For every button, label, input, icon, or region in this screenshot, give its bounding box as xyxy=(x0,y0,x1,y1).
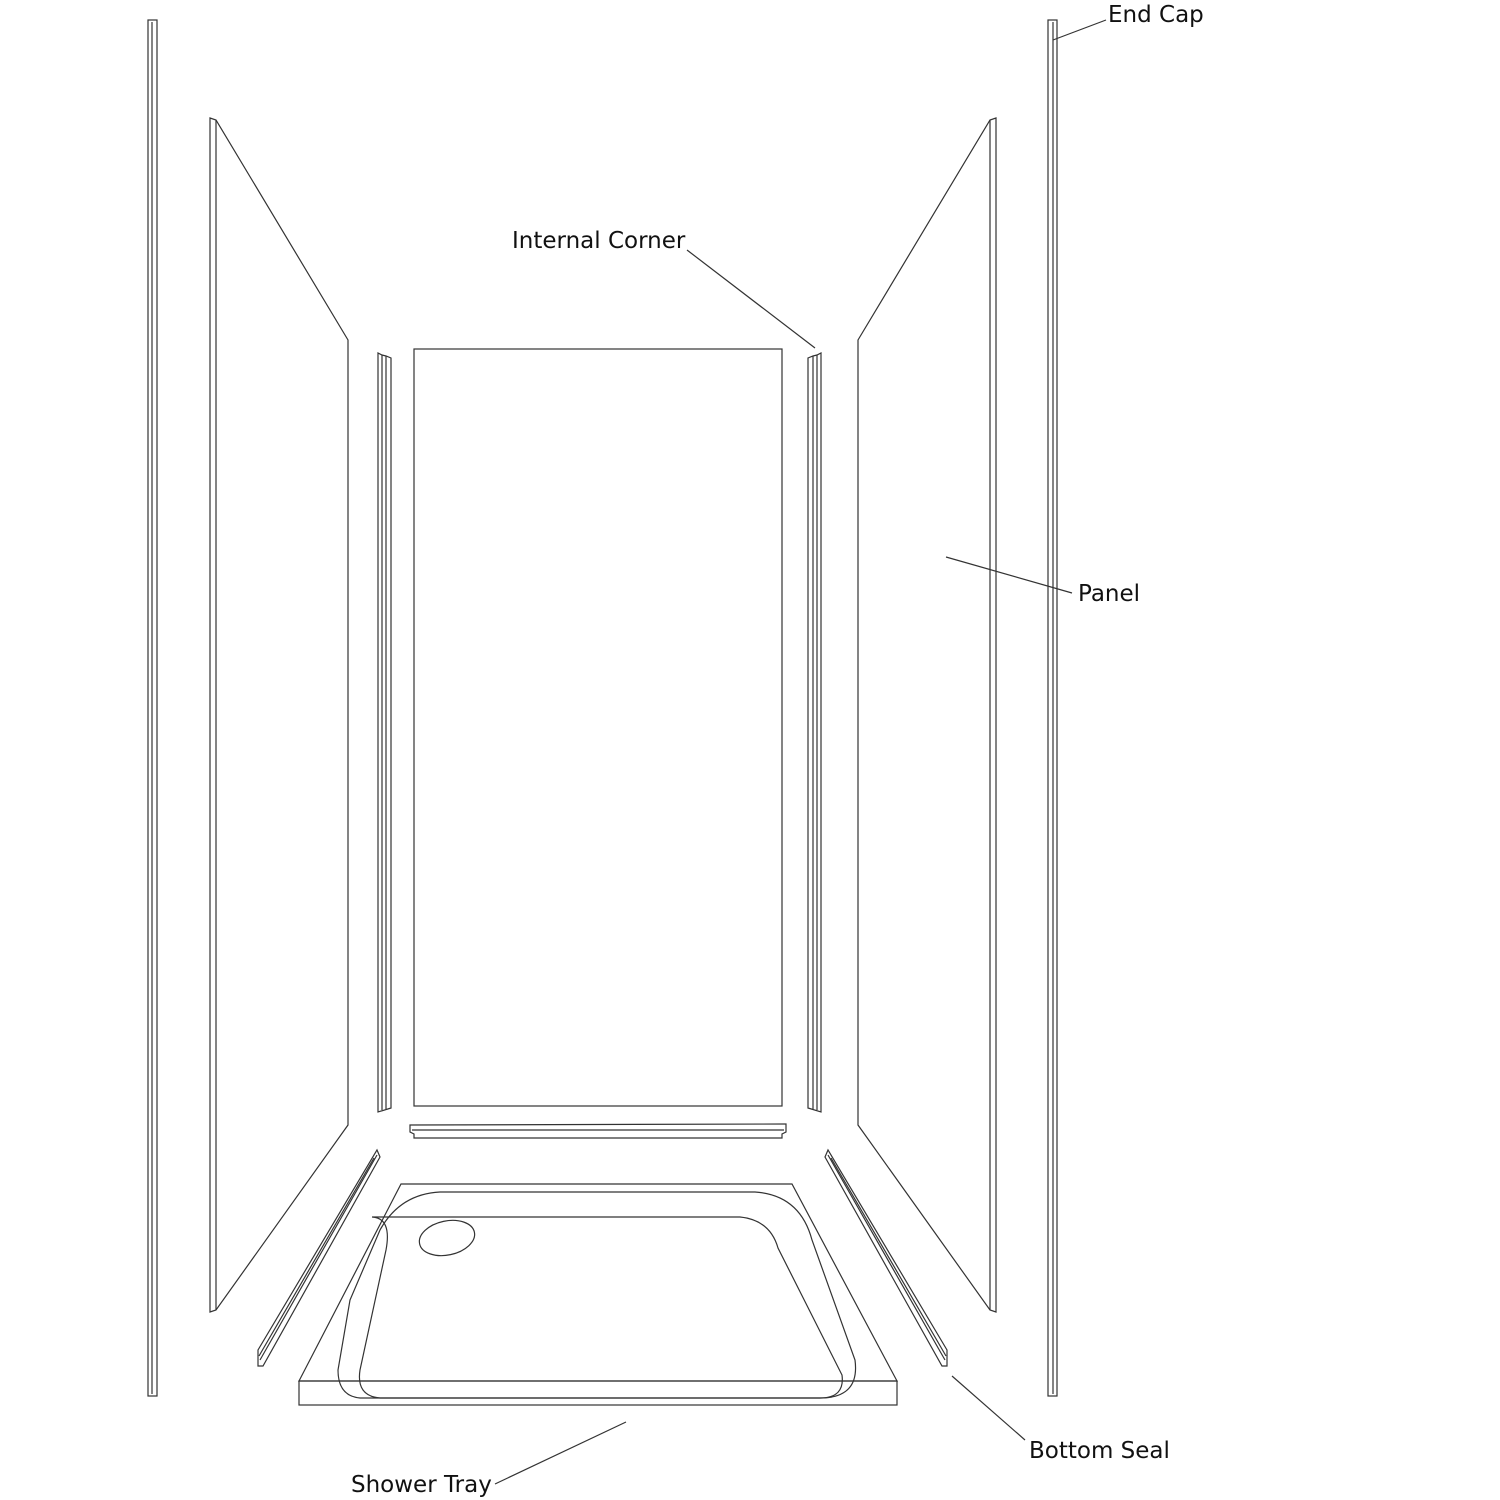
leader-end-cap xyxy=(1052,19,1107,41)
drain-icon xyxy=(418,1219,476,1257)
label-end-cap: End Cap xyxy=(1108,2,1204,28)
label-panel: Panel xyxy=(1078,581,1140,607)
label-bottom-seal: Bottom Seal xyxy=(1029,1438,1170,1464)
bottom-seal-right xyxy=(824,1148,948,1367)
leader-panel xyxy=(945,556,1073,594)
leader-bottom-seal xyxy=(951,1375,1026,1441)
bottom-seal-left xyxy=(257,1148,381,1367)
internal-corner-left xyxy=(377,352,392,1113)
end-cap-left xyxy=(147,19,158,1397)
label-shower-tray: Shower Tray xyxy=(351,1472,492,1498)
panel-left xyxy=(209,117,349,1313)
leader-shower-tray xyxy=(494,1421,627,1485)
panel-right xyxy=(857,117,997,1313)
label-internal-corner: Internal Corner xyxy=(512,228,686,254)
panel-back xyxy=(413,348,783,1107)
shower-tray xyxy=(298,1183,898,1406)
end-cap-right xyxy=(1047,19,1058,1397)
bottom-seal-back xyxy=(409,1123,787,1139)
leader-internal-corner xyxy=(686,249,816,349)
internal-corner-right xyxy=(807,352,822,1113)
